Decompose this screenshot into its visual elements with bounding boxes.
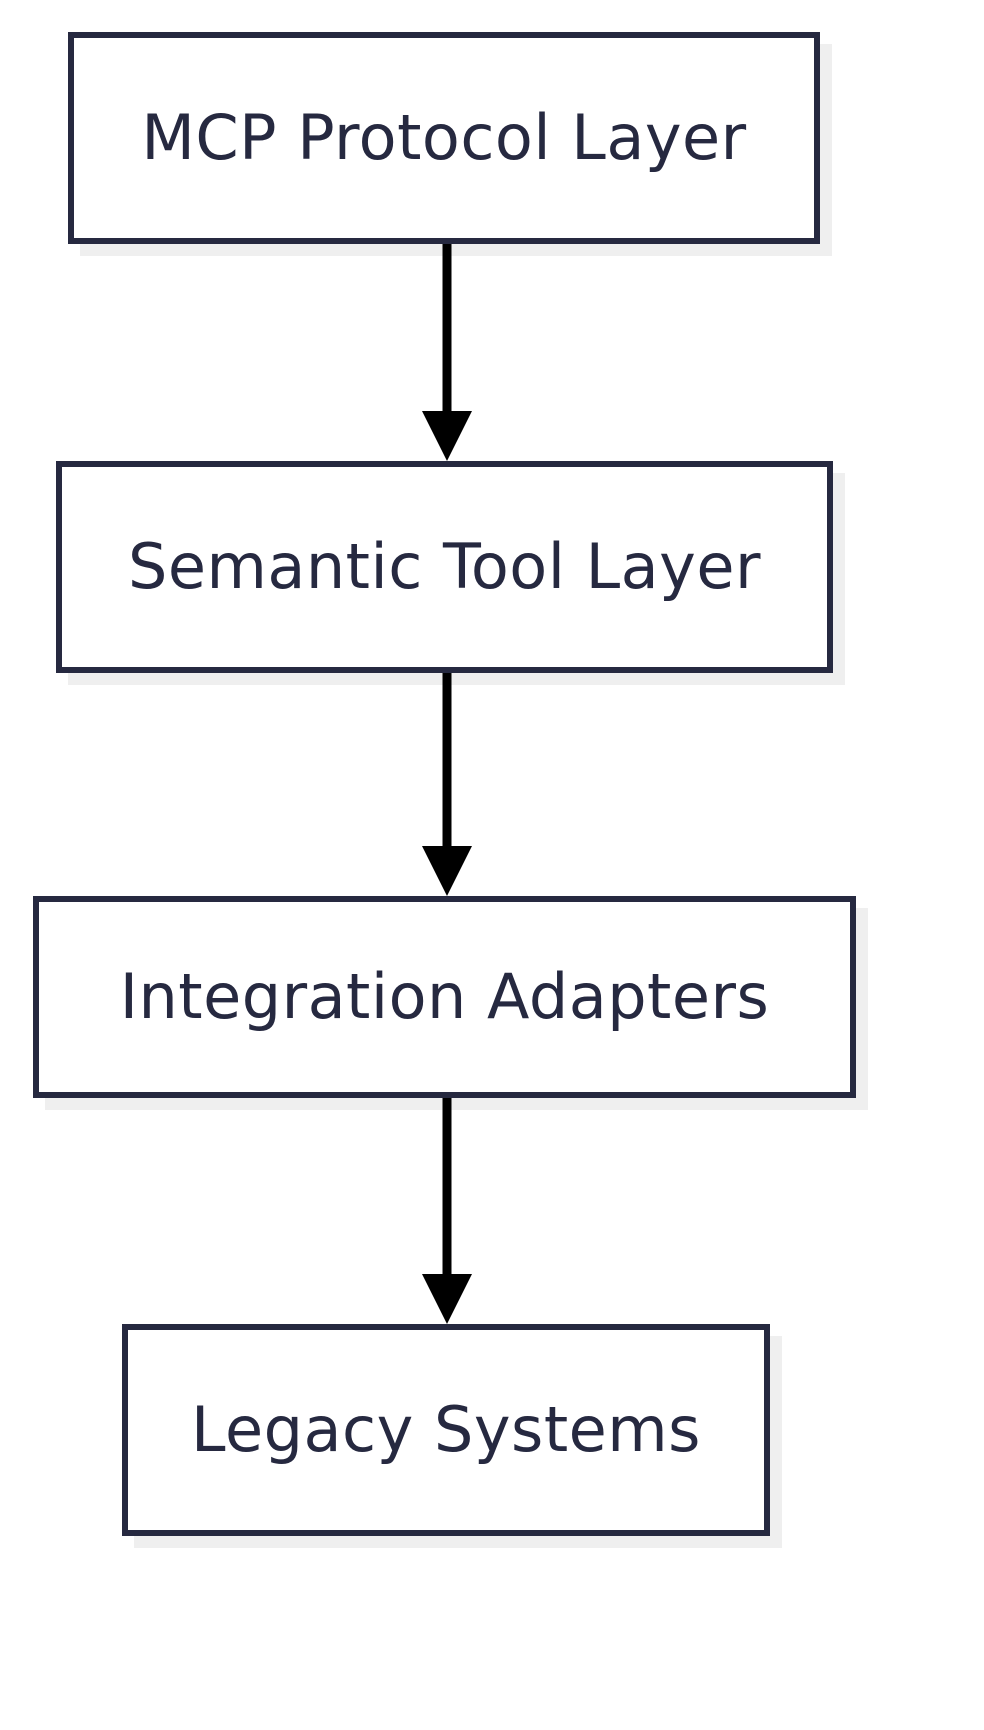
edge-integration-adapters-to-legacy-systems: [407, 1098, 487, 1326]
edge-mcp-protocol-layer-to-semantic-tool-layer: [407, 243, 487, 463]
edge-semantic-tool-layer-to-integration-adapters: [407, 672, 487, 898]
node-mcp-protocol-layer[interactable]: MCP Protocol Layer: [68, 32, 820, 244]
node-label: MCP Protocol Layer: [141, 101, 747, 174]
node-label: Semantic Tool Layer: [127, 530, 761, 603]
node-semantic-tool-layer[interactable]: Semantic Tool Layer: [56, 461, 833, 673]
node-legacy-systems[interactable]: Legacy Systems: [122, 1324, 770, 1536]
arrow-down-icon: [422, 1098, 472, 1324]
arrow-down-icon: [422, 243, 472, 461]
node-label: Legacy Systems: [191, 1393, 701, 1466]
node-integration-adapters[interactable]: Integration Adapters: [33, 896, 856, 1098]
arrow-down-icon: [422, 672, 472, 896]
node-label: Integration Adapters: [119, 960, 770, 1033]
